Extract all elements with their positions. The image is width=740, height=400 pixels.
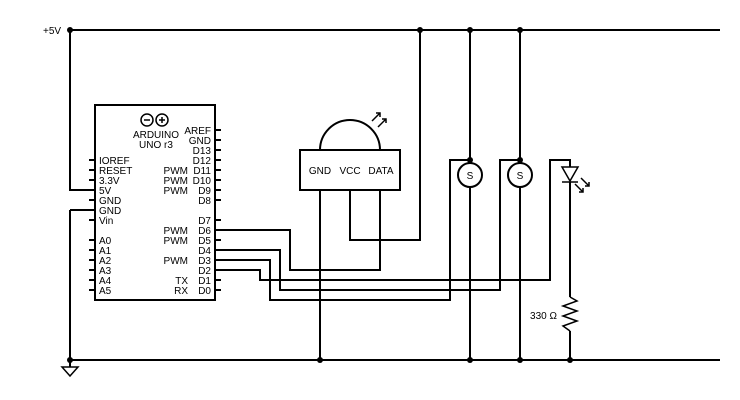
led-icon — [560, 166, 590, 193]
servo-1-label: S — [467, 171, 474, 182]
left-pin-6: Vin — [99, 216, 113, 227]
right-pin-9: D6 — [198, 226, 211, 237]
right-pin-0: AREF — [184, 126, 211, 137]
left-pin-5: GND — [99, 206, 121, 217]
pin-note-d3: PWM — [164, 256, 188, 267]
ir-pin-data: DATA — [368, 166, 394, 177]
left-pin-8: A1 — [99, 246, 112, 257]
servo-2-label: S — [517, 171, 524, 182]
right-pin-1: GND — [189, 136, 211, 147]
supply-label: +5V — [43, 26, 61, 37]
arduino-title-line1: ARDUINO — [133, 130, 179, 141]
right-pin-2: D13 — [193, 146, 212, 157]
left-pin-3: 5V — [99, 186, 112, 197]
resistor-value: 330 Ω — [530, 311, 557, 322]
left-pin-12: A5 — [99, 286, 112, 297]
left-pin-9: A2 — [99, 256, 112, 267]
pin-note-d1: TX — [175, 276, 188, 287]
right-pin-15: D0 — [198, 286, 211, 297]
wiring — [215, 30, 571, 360]
right-pin-12: D3 — [198, 256, 211, 267]
left-pin-11: A4 — [99, 276, 112, 287]
right-pin-14: D1 — [198, 276, 211, 287]
left-pin-2: 3.3V — [99, 176, 120, 187]
right-pin-11: D4 — [198, 246, 211, 257]
left-pin-0: IOREF — [99, 156, 130, 167]
right-pin-4: D11 — [193, 166, 211, 177]
servo-1: S — [457, 162, 483, 188]
left-pin-10: A3 — [99, 266, 112, 277]
left-pin-4: GND — [99, 196, 121, 207]
left-pin-1: RESET — [99, 166, 132, 177]
arduino-pin-notes: PWM PWM PWM PWM PWM PWM TX RX — [164, 166, 189, 297]
right-pin-13: D2 — [198, 266, 211, 277]
junction-dots — [67, 27, 573, 363]
ir-receiver: GND VCC DATA — [299, 112, 401, 191]
pin-note-d11: PWM — [164, 166, 188, 177]
pin-note-d5: PWM — [164, 236, 188, 247]
pin-note-d9: PWM — [164, 186, 188, 197]
pin-note-d10: PWM — [164, 176, 188, 187]
arduino-logo-icon — [140, 113, 169, 127]
ir-pin-gnd: GND — [309, 166, 331, 177]
left-pin-7: A0 — [99, 236, 112, 247]
servo-2: S — [507, 162, 533, 188]
wire-5v-feed — [69, 30, 95, 191]
right-pin-8: D7 — [198, 216, 211, 227]
right-pin-3: D12 — [193, 156, 212, 167]
incoming-light-icon — [371, 112, 387, 128]
right-pin-7: D8 — [198, 196, 211, 207]
arduino-uno: ARDUINO UNO r3 IOREFRESET3.3V5VGNDGNDVin… — [89, 104, 221, 301]
pin-note-d0: RX — [174, 286, 188, 297]
right-pin-6: D9 — [198, 186, 211, 197]
arduino-title-line2: UNO r3 — [139, 140, 173, 151]
ground-symbol-icon — [60, 210, 80, 378]
pin-note-d6: PWM — [164, 226, 188, 237]
right-pin-10: D5 — [198, 236, 211, 247]
right-pin-5: D10 — [193, 176, 212, 187]
power-rail-5v: +5V — [43, 26, 720, 37]
resistor: 330 Ω — [530, 296, 580, 332]
ir-pin-vcc: VCC — [339, 166, 360, 177]
